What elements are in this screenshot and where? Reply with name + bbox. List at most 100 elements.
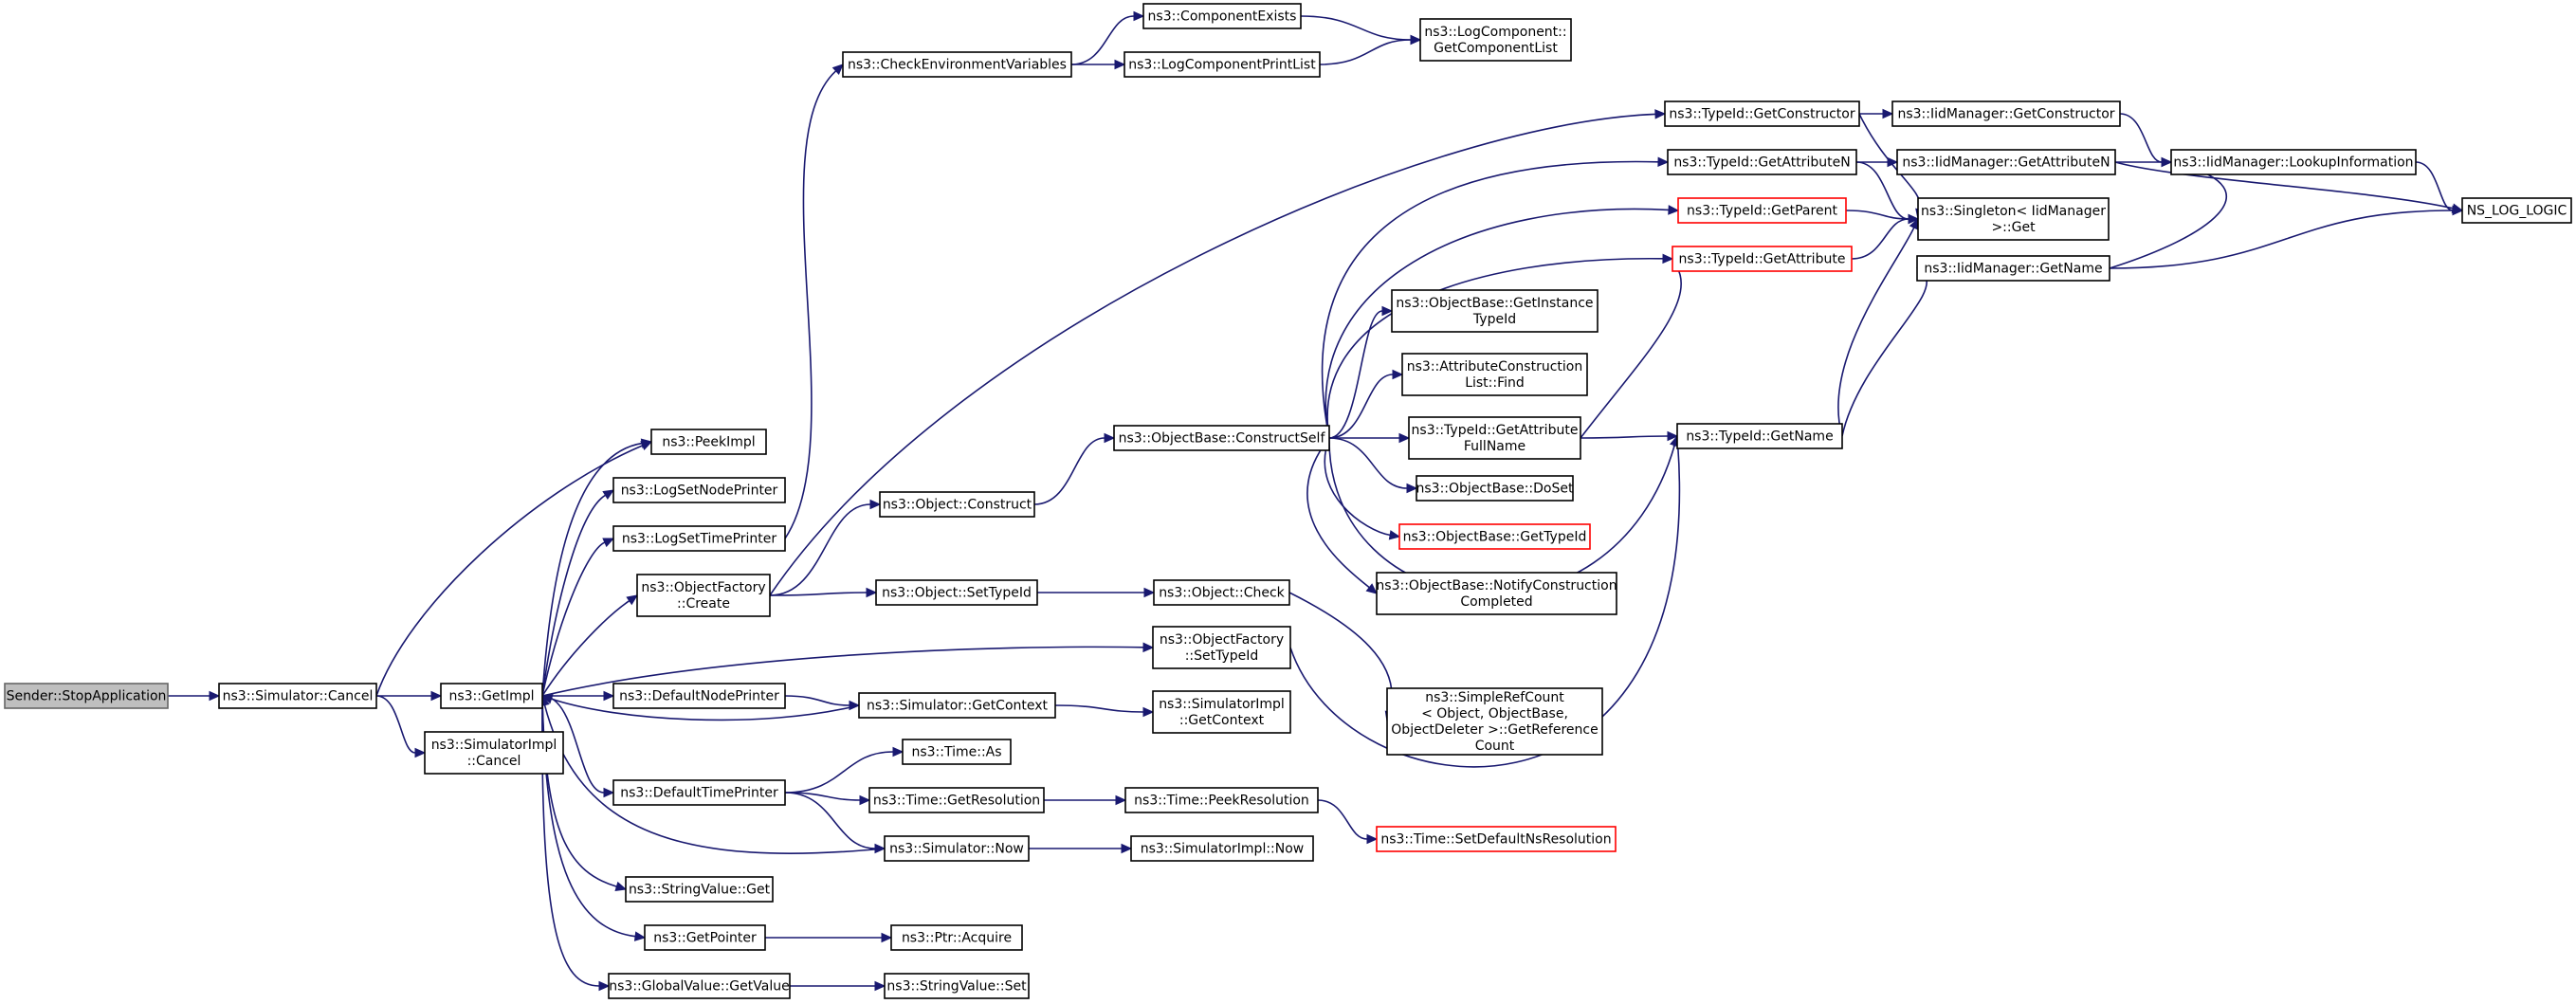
node-deftime[interactable]: ns3::DefaultTimePrinter — [612, 779, 786, 806]
node-box — [1124, 787, 1319, 813]
node-stop[interactable]: Sender::StopApplication — [4, 683, 169, 709]
edge-arrowhead — [1908, 213, 1920, 225]
node-notifyconstr[interactable]: ns3::ObjectBase::NotifyConstructionCompl… — [1376, 572, 1617, 615]
node-strget[interactable]: ns3::StringValue::Get — [625, 876, 774, 903]
node-box — [612, 683, 786, 709]
node-compexists[interactable]: ns3::ComponentExists — [1142, 3, 1302, 29]
node-box — [858, 692, 1056, 719]
edge-arrowhead — [1143, 587, 1156, 598]
node-defnode[interactable]: ns3::DefaultNodePrinter — [612, 683, 786, 709]
edge-line — [784, 70, 837, 539]
node-checkenv[interactable]: ns3::CheckEnvironmentVariables — [842, 51, 1072, 78]
node-box — [1891, 100, 2121, 127]
node-constructself[interactable]: ns3::ObjectBase::ConstructSelf — [1113, 425, 1330, 451]
node-label: ns3::ObjectBase::NotifyConstruction — [1376, 578, 1617, 593]
edge-constructself-to-getinsttype — [1328, 305, 1394, 439]
edge-arrowhead — [602, 489, 615, 501]
node-typegetattrn[interactable]: ns3::TypeId::GetAttributeN — [1667, 149, 1857, 175]
edge-objsettype-to-objcheck — [1037, 587, 1156, 598]
edge-iidgetname-to-iidlookup — [2109, 159, 2228, 269]
node-getcomplist[interactable]: ns3::LogComponent::GetComponentList — [1419, 18, 1572, 62]
edge-arrowhead — [1406, 483, 1418, 494]
node-label: ns3::Object::Check — [1159, 586, 1285, 601]
edge-line — [1306, 437, 1370, 589]
node-iidgetattrn[interactable]: ns3::IidManager::GetAttributeN — [1896, 149, 2116, 175]
node-typegetctor[interactable]: ns3::TypeId::GetConstructor — [1664, 100, 1860, 127]
node-logprintlist[interactable]: ns3::LogComponentPrintList — [1124, 51, 1321, 78]
node-typegetattr[interactable]: ns3::TypeId::GetAttribute — [1672, 246, 1853, 272]
node-gettypeid[interactable]: ns3::ObjectBase::GetTypeId — [1398, 523, 1591, 550]
node-simimplnow[interactable]: ns3::SimulatorImpl::Now — [1130, 835, 1314, 862]
node-singleton[interactable]: ns3::Singleton< IidManager >::Get — [1917, 197, 2110, 241]
edge-arrowhead — [603, 690, 615, 702]
node-label: ::Cancel — [467, 754, 521, 769]
node-lognode[interactable]: ns3::LogSetNodePrinter — [612, 477, 786, 503]
node-peekimpl[interactable]: ns3::PeekImpl — [650, 429, 767, 455]
node-label: ns3::Time::As — [911, 745, 1001, 760]
node-globalget[interactable]: ns3::GlobalValue::GetValue — [608, 973, 791, 999]
node-timepeekres[interactable]: ns3::Time::PeekResolution — [1124, 787, 1319, 813]
edge-arrowhead — [1142, 642, 1155, 653]
node-ptracquire[interactable]: ns3::Ptr::Acquire — [890, 924, 1023, 951]
node-typegetname[interactable]: ns3::TypeId::GetName — [1676, 423, 1843, 449]
edge-arrowhead — [598, 980, 611, 992]
edge-arrowhead — [892, 746, 904, 758]
node-logtime[interactable]: ns3::LogSetTimePrinter — [612, 525, 786, 552]
edge-arrowhead — [633, 931, 647, 941]
edge-line — [541, 442, 643, 697]
edge-arrowhead — [866, 587, 878, 598]
node-objcheck[interactable]: ns3::Object::Check — [1153, 579, 1290, 606]
edge-getimpl-to-lognode — [541, 489, 615, 697]
node-simplerefcount[interactable]: ns3::SimpleRefCount< Object, ObjectBase,… — [1386, 687, 1603, 756]
node-label: ::SetTypeId — [1185, 648, 1259, 664]
node-label: ns3::SimulatorImpl — [431, 738, 557, 753]
node-label: ns3::Object::Construct — [883, 498, 1032, 513]
edge-arrowhead — [2452, 205, 2464, 216]
edge-line — [784, 792, 861, 801]
node-iidgetname[interactable]: ns3::IidManager::GetName — [1916, 255, 2110, 282]
node-label: >::Get — [1991, 220, 2036, 235]
edge-arrowhead — [626, 594, 639, 606]
node-simimplcancel[interactable]: ns3::SimulatorImpl::Cancel — [424, 731, 564, 775]
node-simcancel[interactable]: ns3::Simulator::Cancel — [218, 683, 377, 709]
edge-logprintlist-to-getcomplist — [1319, 34, 1422, 65]
node-iidlookup[interactable]: ns3::IidManager::LookupInformation — [2170, 149, 2417, 175]
node-typegetparent[interactable]: ns3::TypeId::GetParent — [1677, 197, 1847, 224]
node-setdefres[interactable]: ns3::Time::SetDefaultNsResolution — [1376, 826, 1617, 852]
node-label: ns3::StringValue::Set — [886, 979, 1027, 995]
edge-objfactcreate-to-objconstruct — [769, 499, 882, 596]
edge-constructself-to-typegetattrfull — [1329, 432, 1411, 444]
node-strset[interactable]: ns3::StringValue::Set — [884, 973, 1030, 999]
edge-arrowhead — [1662, 253, 1674, 265]
node-simnow[interactable]: ns3::Simulator::Now — [884, 835, 1030, 862]
node-label: ns3::GetPointer — [653, 931, 757, 946]
node-iidgetctor[interactable]: ns3::IidManager::GetConstructor — [1891, 100, 2121, 127]
node-objfactsettype[interactable]: ns3::ObjectFactory::SetTypeId — [1152, 626, 1291, 669]
node-label: ns3::ObjectFactory — [1160, 632, 1284, 648]
node-objsettype[interactable]: ns3::Object::SetTypeId — [875, 579, 1038, 606]
node-nslogic[interactable]: NS_LOG_LOGIC — [2461, 197, 2572, 224]
edge-line — [2114, 161, 2454, 210]
edge-line — [1328, 437, 1676, 595]
edge-iidlookup-to-nslogic — [2415, 161, 2464, 216]
node-getpointer[interactable]: ns3::GetPointer — [644, 924, 766, 951]
node-doset[interactable]: ns3::ObjectBase::DoSet — [1416, 475, 1574, 502]
node-objfactcreate[interactable]: ns3::ObjectFactory::Create — [636, 574, 771, 617]
edge-objfactcreate-to-typegetctor — [769, 109, 1667, 596]
edge-arrowhead — [1114, 59, 1126, 70]
edge-stop-to-simcancel — [168, 690, 221, 702]
node-timeas[interactable]: ns3::Time::As — [902, 739, 1012, 765]
node-simgetctx[interactable]: ns3::Simulator::GetContext — [858, 692, 1056, 719]
edge-simcancel-to-getimpl — [376, 690, 443, 702]
node-label: ns3::DefaultTimePrinter — [620, 786, 778, 801]
node-getimpl[interactable]: ns3::GetImpl — [440, 683, 543, 709]
node-objconstruct[interactable]: ns3::Object::Construct — [879, 491, 1035, 518]
node-timegetres[interactable]: ns3::Time::GetResolution — [868, 787, 1045, 813]
edge-simgetctx-to-getimpl — [540, 694, 860, 721]
node-box — [890, 924, 1023, 951]
node-simimplgetctx[interactable]: ns3::SimulatorImpl::GetContext — [1152, 690, 1291, 734]
edge-line — [541, 494, 606, 697]
